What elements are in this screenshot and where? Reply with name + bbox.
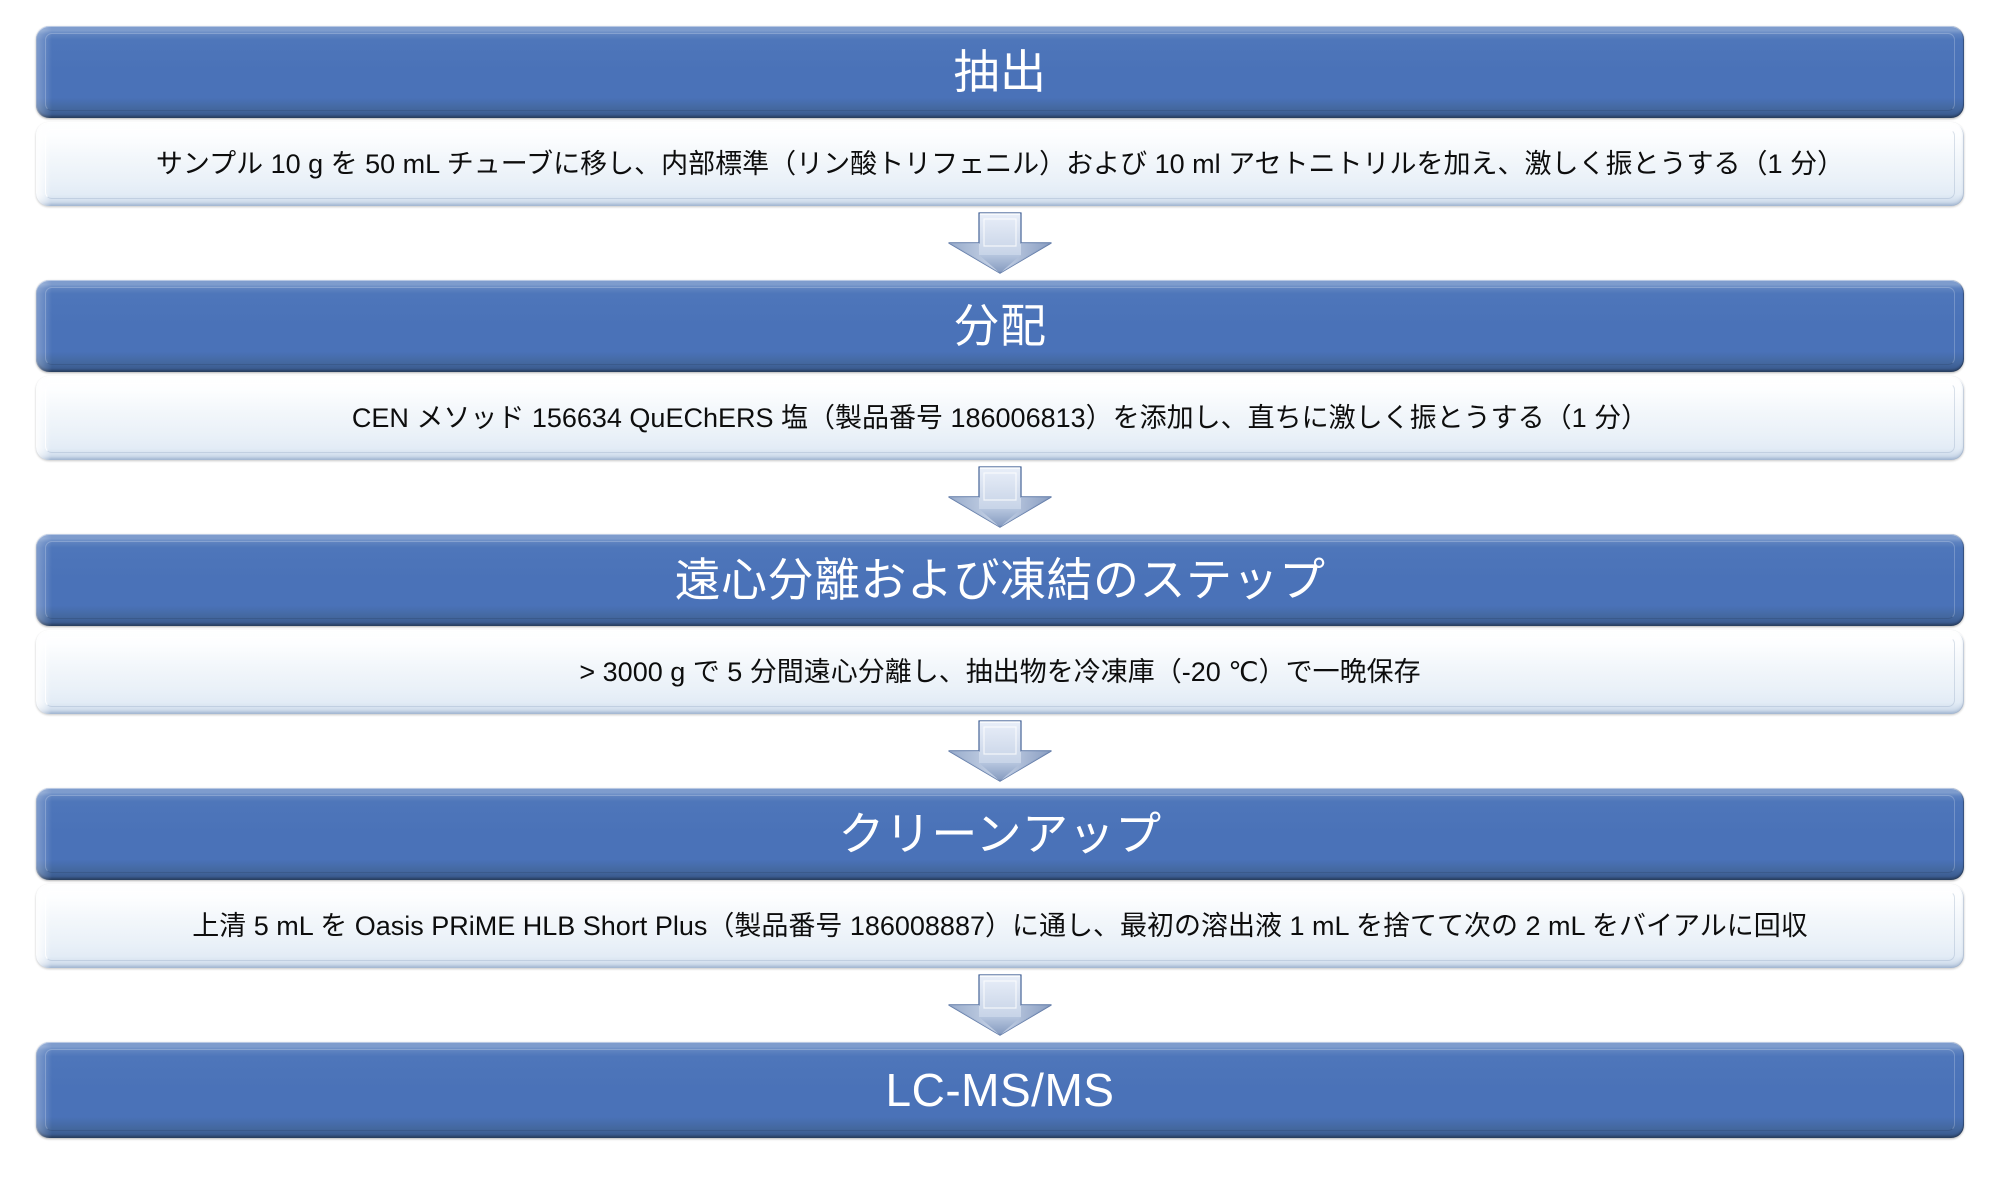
- stage-partitioning-header: 分配: [36, 280, 1964, 372]
- stage-centrifugation-freezing: 遠心分離および凍結のステップ > 3000 g で 5 分間遠心分離し、抽出物を…: [36, 534, 1964, 714]
- stage-extraction-body: サンプル 10 g を 50 mL チューブに移し、内部標準（リン酸トリフェニル…: [36, 122, 1964, 206]
- stage-partitioning: 分配 CEN メソッド 156634 QuEChERS 塩（製品番号 18600…: [36, 280, 1964, 460]
- stage-centrifugation-freezing-description: > 3000 g で 5 分間遠心分離し、抽出物を冷凍庫（-20 ℃）で一晩保存: [579, 656, 1421, 687]
- stage-extraction-title: 抽出: [953, 46, 1047, 98]
- connector-2: [36, 460, 1964, 534]
- stage-partitioning-description: CEN メソッド 156634 QuEChERS 塩（製品番号 18600681…: [351, 402, 1649, 433]
- stage-centrifugation-freezing-body: > 3000 g で 5 分間遠心分離し、抽出物を冷凍庫（-20 ℃）で一晩保存: [36, 630, 1964, 714]
- stage-partitioning-body: CEN メソッド 156634 QuEChERS 塩（製品番号 18600681…: [36, 376, 1964, 460]
- stage-analysis: LC-MS/MS: [36, 1042, 1964, 1138]
- down-arrow-icon: [948, 466, 1052, 528]
- connector-1: [36, 206, 1964, 280]
- stage-cleanup-title: クリーンアップ: [838, 808, 1162, 860]
- stage-centrifugation-freezing-title: 遠心分離および凍結のステップ: [674, 554, 1326, 606]
- stage-partitioning-title: 分配: [953, 300, 1047, 352]
- down-arrow-icon: [948, 212, 1052, 274]
- down-arrow-icon: [948, 974, 1052, 1036]
- stage-cleanup-description: 上清 5 mL を Oasis PRiME HLB Short Plus（製品番…: [192, 910, 1808, 941]
- stage-cleanup-body: 上清 5 mL を Oasis PRiME HLB Short Plus（製品番…: [36, 884, 1964, 968]
- stage-extraction-header: 抽出: [36, 26, 1964, 118]
- down-arrow-icon: [948, 720, 1052, 782]
- stage-extraction: 抽出 サンプル 10 g を 50 mL チューブに移し、内部標準（リン酸トリフ…: [36, 26, 1964, 206]
- stage-cleanup: クリーンアップ 上清 5 mL を Oasis PRiME HLB Short …: [36, 788, 1964, 968]
- stage-cleanup-header: クリーンアップ: [36, 788, 1964, 880]
- connector-3: [36, 714, 1964, 788]
- stage-analysis-header: LC-MS/MS: [36, 1042, 1964, 1138]
- connector-4: [36, 968, 1964, 1042]
- stage-analysis-title: LC-MS/MS: [885, 1064, 1115, 1116]
- stage-extraction-description: サンプル 10 g を 50 mL チューブに移し、内部標準（リン酸トリフェニル…: [155, 148, 1845, 179]
- stage-centrifugation-freezing-header: 遠心分離および凍結のステップ: [36, 534, 1964, 626]
